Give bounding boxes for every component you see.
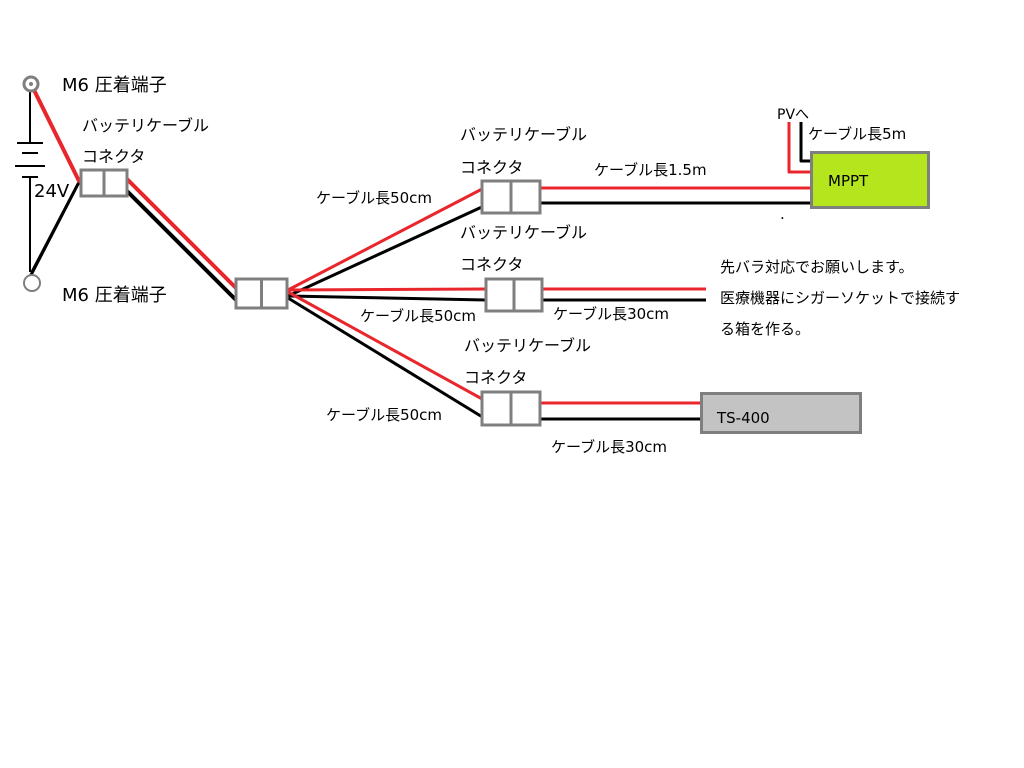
- mid-branch-length-out: ケーブル長30cm: [553, 305, 670, 323]
- battery-negative-wire: [29, 182, 80, 276]
- battery-positive-wire: [31, 87, 82, 184]
- bottom-branch-negative-in: [287, 296, 485, 420]
- pv-negative-wire: [799, 122, 812, 163]
- bottom-terminal: [23, 274, 41, 292]
- bottom-branch-length-out: ケーブル長30cm: [551, 438, 668, 456]
- mppt-label: MPPT: [828, 172, 869, 190]
- top-branch-negative-in: [287, 204, 485, 298]
- bottom-branch-positive-in: [287, 290, 485, 402]
- mppt-box: MPPT: [810, 151, 930, 209]
- main-connector-label: コネクタ: [82, 147, 146, 166]
- pv-label: PVへ: [777, 107, 810, 123]
- ts400-label: TS-400: [717, 409, 770, 427]
- mid-branch-cable-label: バッテリケーブル: [460, 223, 588, 242]
- battery-voltage-label: 24V: [34, 181, 70, 202]
- trunk-positive-wire: [124, 176, 238, 290]
- note-line-3: る箱を作る。: [720, 320, 811, 338]
- stray-dot: .: [780, 205, 785, 223]
- mid-branch-connector-label: コネクタ: [460, 255, 524, 274]
- top-branch-cable-label: バッテリケーブル: [460, 125, 588, 144]
- bottom-terminal-label: M6 圧着端子: [62, 285, 167, 306]
- pv-cable-length: ケーブル長5m: [808, 125, 907, 143]
- note-line-2: 医療機器にシガーソケットで接続す: [720, 289, 961, 307]
- bottom-branch-cable-label: バッテリケーブル: [464, 336, 592, 355]
- mid-branch-negative-in: [287, 294, 487, 302]
- ts400-box: TS-400: [700, 392, 862, 434]
- top-terminal-hole: [29, 82, 33, 86]
- pv-positive-wire: [787, 122, 812, 174]
- main-cable-label: バッテリケーブル: [82, 116, 210, 135]
- mid-branch-length-in: ケーブル長50cm: [360, 307, 477, 325]
- trunk-negative-wire: [124, 188, 238, 302]
- top-branch-connector-label: コネクタ: [460, 158, 524, 177]
- bottom-branch-connector-label: コネクタ: [464, 368, 528, 387]
- top-branch-length-out: ケーブル長1.5m: [594, 161, 707, 179]
- top-branch-length-in: ケーブル長50cm: [316, 189, 433, 207]
- bottom-branch-length-in: ケーブル長50cm: [326, 406, 443, 424]
- top-branch-positive-in: [287, 186, 485, 292]
- top-terminal-label: M6 圧着端子: [62, 75, 167, 96]
- mid-branch-positive-in: [287, 287, 487, 292]
- note-line-1: 先バラ対応でお願いします。: [720, 258, 914, 276]
